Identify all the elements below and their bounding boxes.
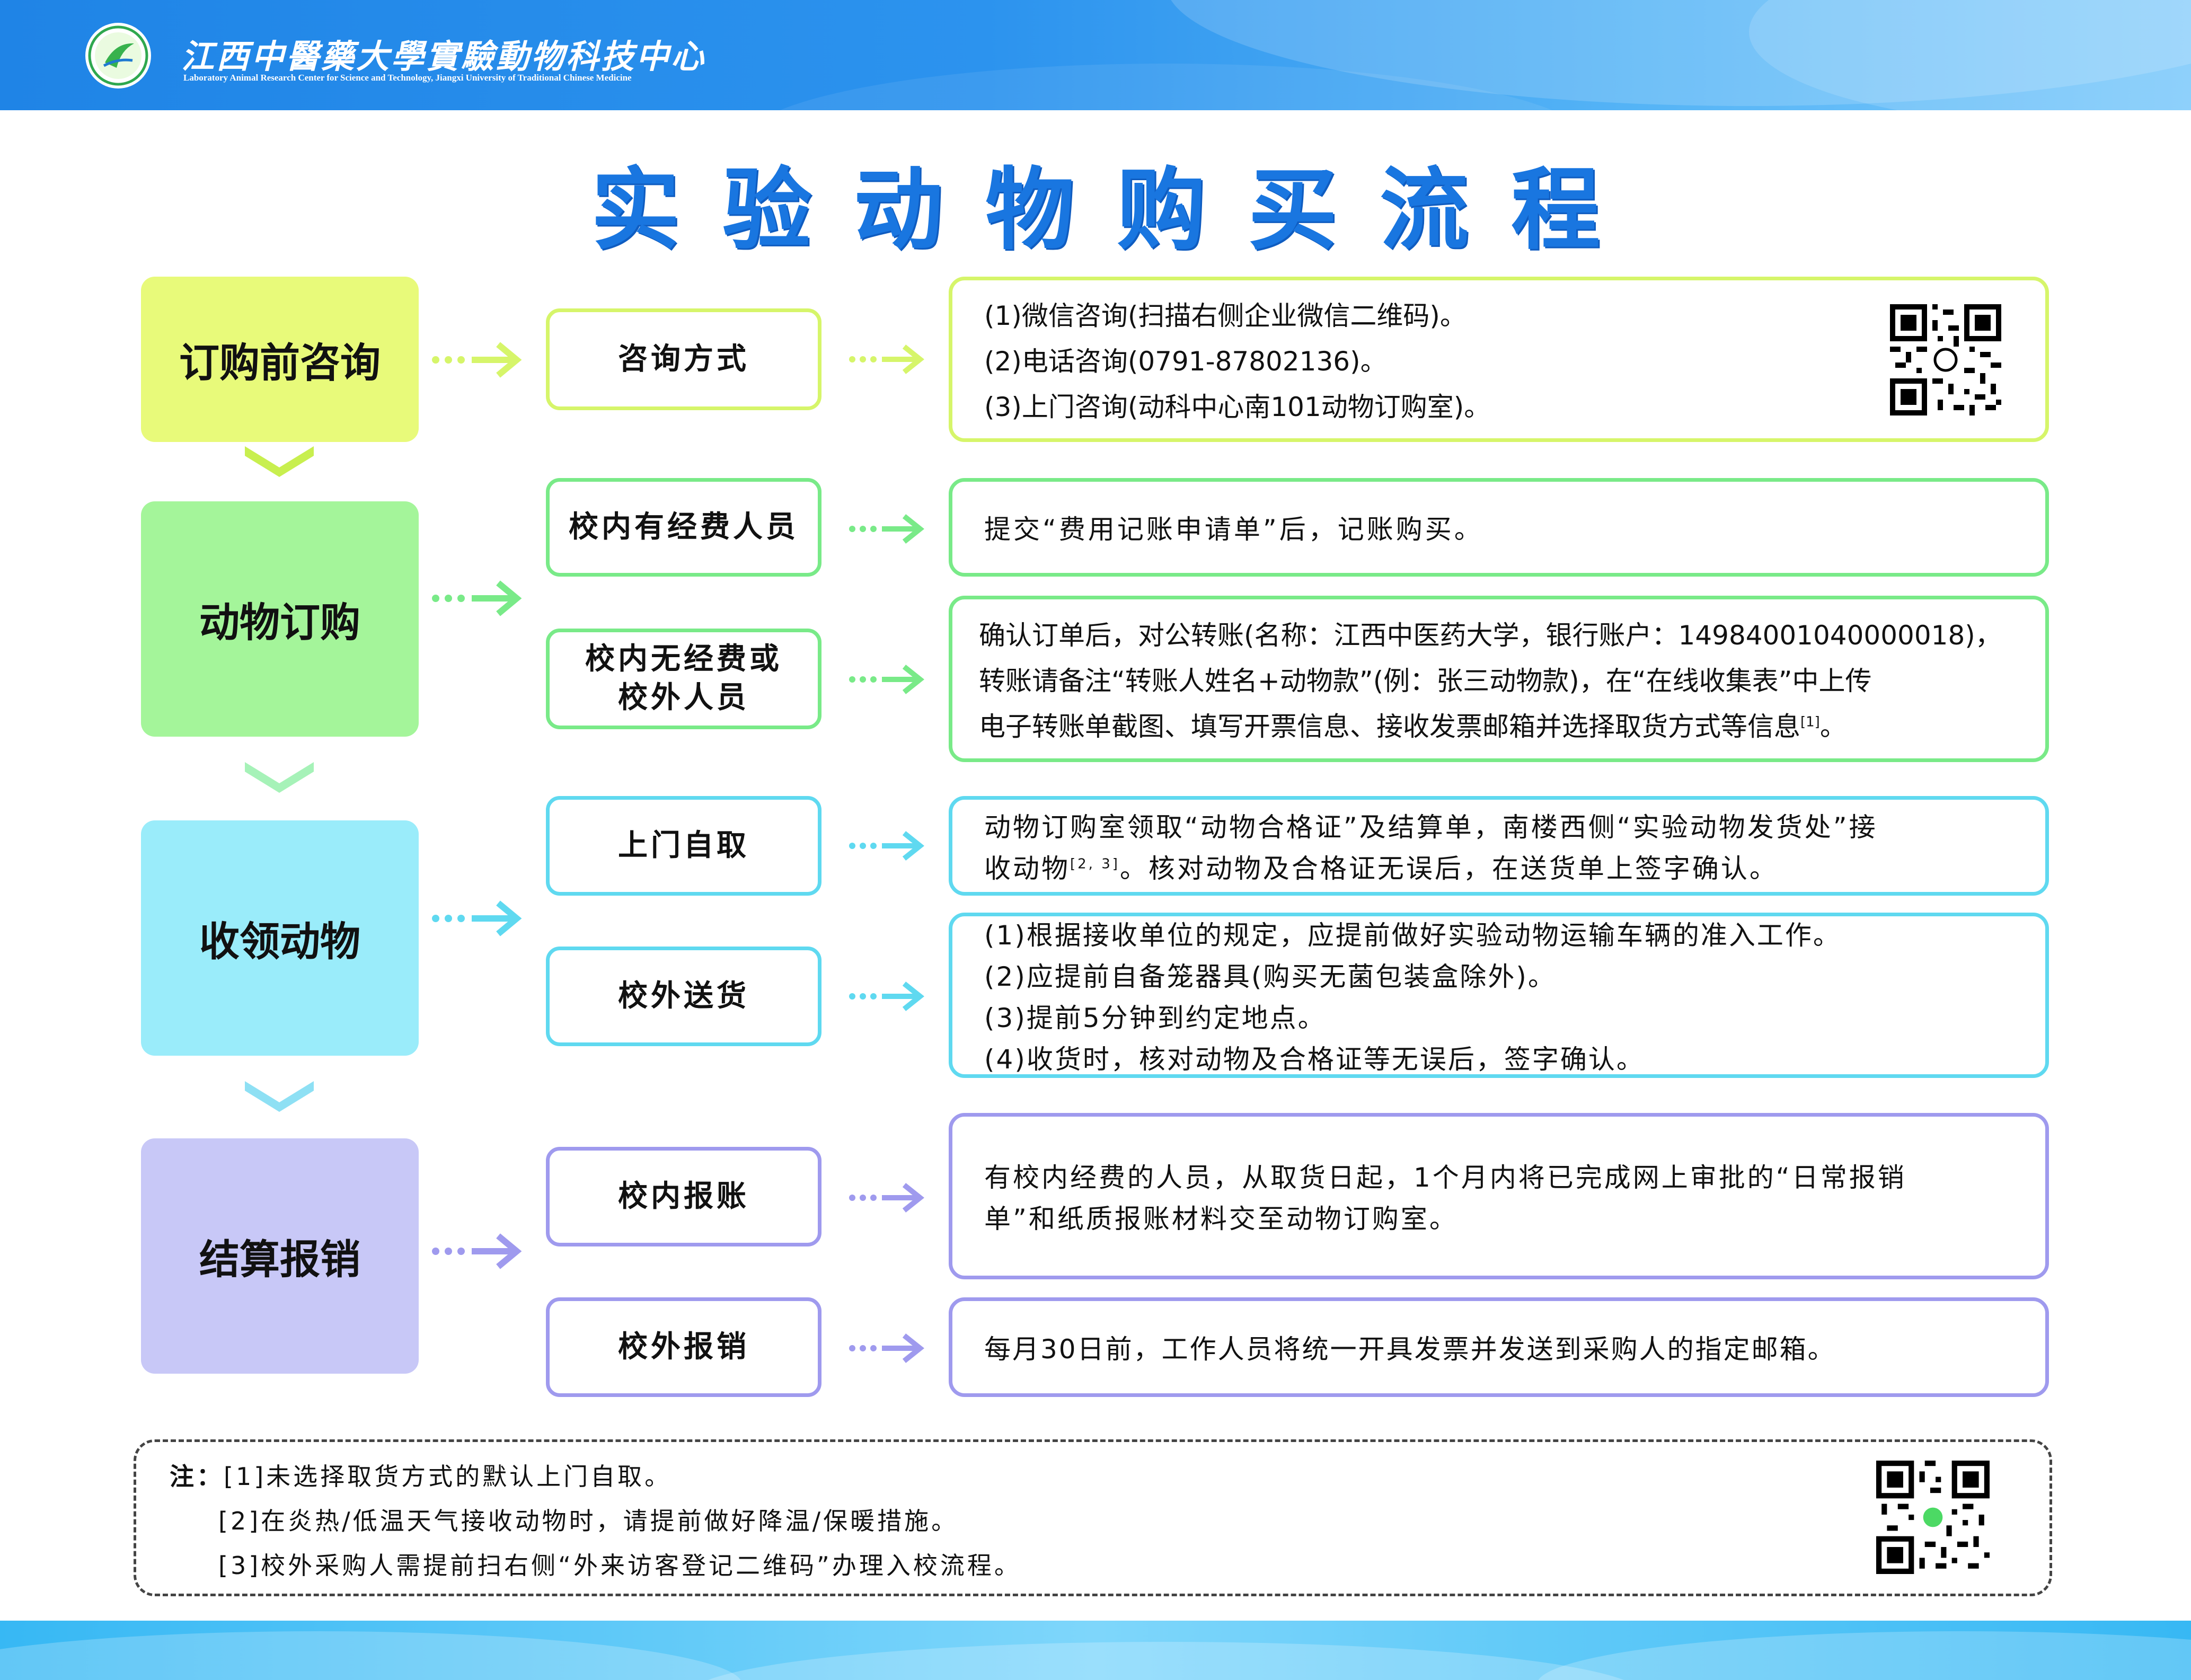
dotted-arrow-icon xyxy=(849,1333,925,1363)
stage-settlement: 结算报销 xyxy=(141,1138,419,1374)
detail-internal-reimburse: 有校内经费的人员，从取货日起，1个月内将已完成网上审批的“日常报销 单”和纸质报… xyxy=(949,1113,2049,1279)
detail-delivery-line: (1)根据接收单位的规定，应提前做好实验动物运输车辆的准入工作。 xyxy=(984,920,1841,951)
sub-external-reimburse-label: 校外报销 xyxy=(618,1329,749,1364)
sub-unfunded-label-line1: 校内无经费或 xyxy=(585,642,782,677)
stage-consult: 订购前咨询 xyxy=(141,277,419,442)
chevron-down-icon xyxy=(245,762,314,793)
detail-delivery-line: (2)应提前自备笼器具(购买无菌包装盒除外)。 xyxy=(984,961,1556,992)
detail-consult-line: (2)电话咨询(0791-87802136)。 xyxy=(984,346,1387,377)
sub-external-delivery-label: 校外送货 xyxy=(618,978,749,1013)
footer-banner xyxy=(0,1621,2191,1680)
detail-funded-text: 提交“费用记账申请单”后，记账购买。 xyxy=(984,514,1483,545)
stage-settlement-label: 结算报销 xyxy=(199,1236,360,1283)
sub-internal-reimburse: 校内报账 xyxy=(546,1147,821,1246)
university-logo-icon xyxy=(85,23,151,89)
dotted-arrow-icon xyxy=(432,580,522,616)
note-line: 注：[1]未选择取货方式的默认上门自取。 xyxy=(170,1462,672,1491)
sub-consult-method: 咨询方式 xyxy=(546,308,821,410)
detail-consult-line: (1)微信咨询(扫描右侧企业微信二维码)。 xyxy=(984,300,1466,331)
detail-unfunded-line: 确认订单后，对公转账(名称：江西中医药大学，银行账户：1498400104000… xyxy=(979,620,2002,651)
stage-receive-label: 收领动物 xyxy=(199,918,360,965)
sub-consult-method-label: 咨询方式 xyxy=(618,341,749,376)
dotted-arrow-icon xyxy=(849,344,925,374)
sub-funded-staff: 校内有经费人员 xyxy=(546,478,821,577)
stage-order-label: 动物订购 xyxy=(199,599,360,646)
dotted-arrow-icon xyxy=(432,1233,522,1269)
detail-unfunded-line: 电子转账单截图、填写开票信息、接收发票邮箱并选择取货方式等信息[1]。 xyxy=(979,711,1847,742)
footnote-ref: [1] xyxy=(1800,714,1820,730)
header-banner: 江西中醫藥大學實驗動物科技中心 Laboratory Animal Resear… xyxy=(0,0,2191,110)
dotted-arrow-icon xyxy=(432,900,522,936)
detail-funded: 提交“费用记账申请单”后，记账购买。 xyxy=(949,478,2049,577)
dotted-arrow-icon xyxy=(849,514,925,544)
chevron-down-icon xyxy=(245,446,314,477)
detail-pickup-line: 动物订购室领取“动物合格证”及结算单，南楼西侧“实验动物发货处”接 xyxy=(984,812,1878,843)
dotted-arrow-icon xyxy=(849,982,925,1011)
dotted-arrow-icon xyxy=(432,342,522,378)
detail-consult: (1)微信咨询(扫描右侧企业微信二维码)。 (2)电话咨询(0791-87802… xyxy=(949,277,2049,442)
notes-label: 注： xyxy=(170,1462,224,1491)
sub-self-pickup: 上门自取 xyxy=(546,796,821,896)
notes-box xyxy=(134,1439,2052,1596)
dotted-arrow-icon xyxy=(849,1183,925,1213)
dotted-arrow-icon xyxy=(849,665,925,694)
footnote-ref: [2, 3] xyxy=(1070,856,1120,872)
sub-self-pickup-label: 上门自取 xyxy=(618,828,749,863)
note-line: [3]校外采购人需提前扫右侧“外来访客登记二维码”办理入校流程。 xyxy=(218,1551,1021,1580)
sub-internal-reimburse-label: 校内报账 xyxy=(618,1179,749,1214)
detail-consult-line: (3)上门咨询(动科中心南101动物订购室)。 xyxy=(984,392,1491,422)
stage-receive: 收领动物 xyxy=(141,820,419,1056)
org-name-cn: 江西中醫藥大學實驗動物科技中心 xyxy=(181,37,706,76)
stage-order: 动物订购 xyxy=(141,501,419,737)
detail-delivery-line: (4)收货时，核对动物及合格证等无误后，签字确认。 xyxy=(984,1044,1645,1075)
sub-external-reimburse: 校外报销 xyxy=(546,1297,821,1397)
detail-delivery-line: (3)提前5分钟到约定地点。 xyxy=(984,1003,1326,1033)
detail-external-reimburse: 每月30日前，工作人员将统一开具发票并发送到采购人的指定邮箱。 xyxy=(949,1297,2049,1397)
detail-pickup: 动物订购室领取“动物合格证”及结算单，南楼西侧“实验动物发货处”接 收动物[2,… xyxy=(949,796,2049,896)
sub-unfunded-or-external: 校内无经费或 校外人员 xyxy=(546,629,821,729)
wechat-qr-code-icon xyxy=(1890,304,2001,415)
detail-pickup-line: 收动物[2, 3]。核对动物及合格证无误后，在送货单上签字确认。 xyxy=(984,853,1778,884)
detail-unfunded: 确认订单后，对公转账(名称：江西中医药大学，银行账户：1498400104000… xyxy=(949,596,2049,762)
detail-internal-reimburse-line: 有校内经费的人员，从取货日起，1个月内将已完成网上审批的“日常报销 xyxy=(984,1162,1906,1193)
page-title: 实验动物购买流程 xyxy=(591,158,1642,262)
dotted-arrow-icon xyxy=(849,831,925,861)
sub-unfunded-label-line2: 校外人员 xyxy=(618,680,749,715)
note-line: [2]在炎热/低温天气接收动物时，请提前做好降温/保暖措施。 xyxy=(218,1507,959,1535)
detail-delivery: (1)根据接收单位的规定，应提前做好实验动物运输车辆的准入工作。 (2)应提前自… xyxy=(949,913,2049,1078)
visitor-registration-qr-code-icon xyxy=(1876,1461,1990,1574)
stage-consult-label: 订购前咨询 xyxy=(179,339,381,386)
sub-external-delivery: 校外送货 xyxy=(546,947,821,1046)
detail-external-reimburse-text: 每月30日前，工作人员将统一开具发票并发送到采购人的指定邮箱。 xyxy=(984,1334,1836,1365)
org-name-en: Laboratory Animal Research Center for Sc… xyxy=(183,73,632,83)
sub-funded-staff-label: 校内有经费人员 xyxy=(569,509,799,544)
chevron-down-icon xyxy=(245,1081,314,1112)
detail-unfunded-line: 转账请备注“转账人姓名+动物款”(例：张三动物款)，在“在线收集表”中上传 xyxy=(979,666,1872,696)
detail-internal-reimburse-line: 单”和纸质报账材料交至动物订购室。 xyxy=(984,1204,1458,1234)
